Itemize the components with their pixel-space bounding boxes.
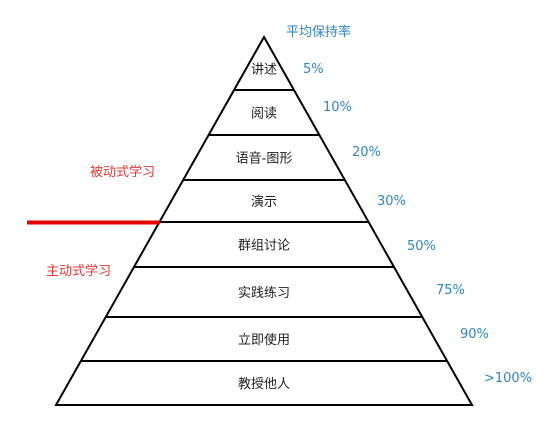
pyramid-layer-label: 教授他人 xyxy=(238,376,290,392)
retention-rate-label: >100% xyxy=(484,371,532,386)
pyramid-layer-label: 讲述 xyxy=(251,63,277,78)
retention-rate-label: 10% xyxy=(323,100,352,115)
retention-rate-label: 75% xyxy=(436,283,465,298)
retention-rate-label: 30% xyxy=(377,194,406,209)
pyramid-layer-label: 语音-图形 xyxy=(236,151,293,167)
pyramid-layer-label: 阅读 xyxy=(251,107,277,122)
passive-learning-label: 被动式学习 xyxy=(90,164,155,180)
pyramid-layer-label: 实践练习 xyxy=(238,286,290,301)
pyramid-layer-label: 群组讨论 xyxy=(238,239,290,254)
retention-rate-label: 20% xyxy=(352,145,381,160)
retention-rate-label: 90% xyxy=(460,327,489,342)
pyramid-layer-label: 立即使用 xyxy=(238,332,290,348)
retention-rate-label: 5% xyxy=(303,62,324,77)
retention-header: 平均保持率 xyxy=(286,24,351,40)
retention-rate-labels: 5% 10% 20% 30% 50% 75% 90% >100% xyxy=(303,62,532,386)
retention-rate-label: 50% xyxy=(407,239,436,254)
pyramid-layer-label: 演示 xyxy=(251,194,277,210)
active-learning-label: 主动式学习 xyxy=(46,263,111,279)
